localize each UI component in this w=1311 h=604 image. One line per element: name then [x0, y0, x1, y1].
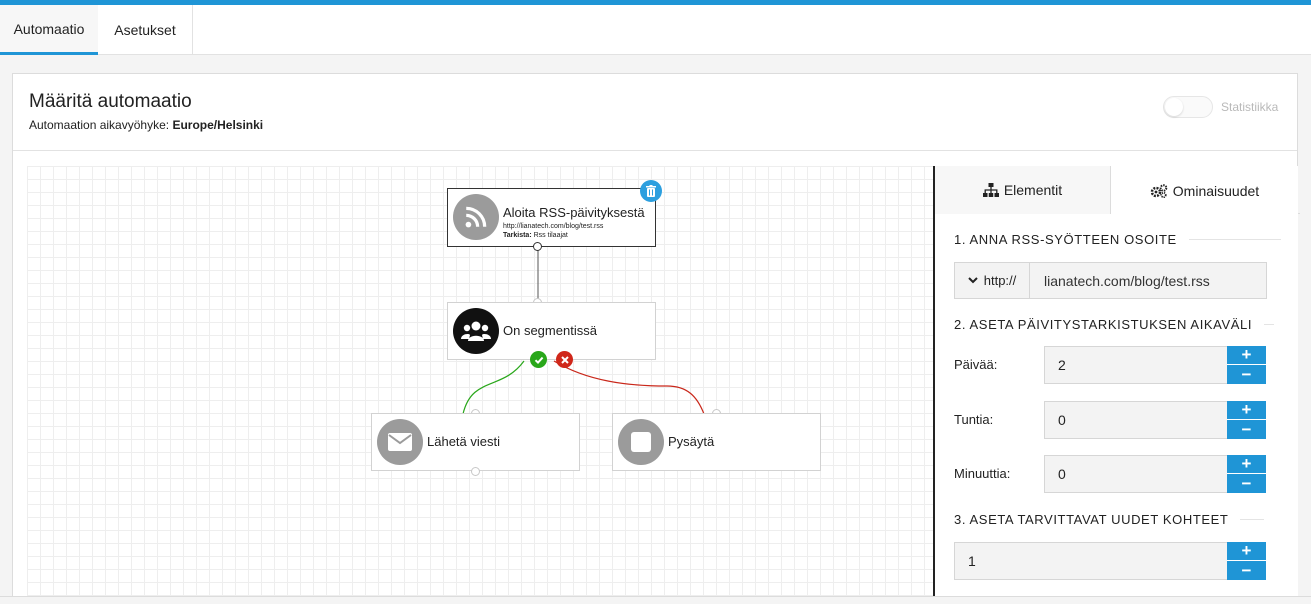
items-increment-button[interactable]: + — [1227, 541, 1266, 561]
link-no-branch — [553, 360, 705, 415]
node-title: Pysäytä — [668, 434, 715, 449]
protocol-value: http:// — [983, 273, 1017, 288]
timezone-info: Automaation aikavyöhyke: Europe/Helsinki — [29, 118, 263, 132]
page-title: Määritä automaatio — [29, 91, 192, 112]
port-send-out[interactable] — [471, 467, 480, 476]
node-rss-list: Tarkista: Rss tilaajat — [503, 232, 568, 239]
timezone-value: Europe/Helsinki — [172, 118, 264, 132]
section-divider — [1264, 324, 1275, 325]
hours-input[interactable] — [1044, 401, 1228, 439]
x-icon — [560, 355, 569, 364]
flow-canvas[interactable]: Aloita RSS-päivityksestä http://lianatec… — [27, 166, 933, 604]
timezone-label: Automaation aikavyöhyke: — [29, 118, 170, 132]
tab-asetukset[interactable]: Asetukset — [114, 22, 176, 38]
hours-increment-button[interactable]: + — [1227, 400, 1266, 420]
minutes-decrement-button[interactable]: − — [1227, 474, 1266, 493]
node-rss-start[interactable]: Aloita RSS-päivityksestä http://lianatec… — [447, 188, 656, 247]
hours-decrement-button[interactable]: − — [1227, 420, 1266, 439]
no-branch-badge[interactable] — [556, 351, 573, 368]
panel-divider — [13, 150, 1297, 151]
node-rss-url: http://lianatech.com/blog/test.rss — [503, 223, 604, 230]
node-stop[interactable]: Pysäytä — [612, 413, 821, 471]
automation-panel: Määritä automaatio Automaation aikavyöhy… — [12, 73, 1300, 604]
bottom-edge — [0, 596, 1311, 604]
node-list-value: Rss tilaajat — [533, 232, 568, 239]
days-input[interactable] — [1044, 346, 1228, 384]
days-increment-button[interactable]: + — [1227, 345, 1266, 365]
properties-sidebar: Elementit Ominaisuudet 1. ANNA RSS-SYÖTT… — [933, 166, 1300, 604]
link-yes-branch — [462, 360, 525, 415]
node-title: Aloita RSS-päivityksestä — [503, 205, 645, 220]
rss-url-input[interactable] — [1031, 263, 1266, 298]
tab-label: Elementit — [1003, 182, 1063, 198]
rss-icon — [453, 194, 499, 240]
yes-branch-badge[interactable] — [530, 351, 547, 368]
items-decrement-button[interactable]: − — [1227, 561, 1266, 580]
minutes-input[interactable] — [1044, 455, 1228, 493]
section-title-text: 3. ASETA TARVITTAVAT UUDET KOHTEET — [954, 512, 1229, 527]
node-list-label: Tarkista: — [503, 232, 532, 239]
tab-automaatio[interactable]: Automaatio — [0, 5, 98, 55]
hours-label: Tuntia: — [954, 412, 994, 427]
sidebar-tabs: Elementit Ominaisuudet — [935, 166, 1300, 215]
cogs-icon — [1150, 183, 1168, 198]
envelope-icon — [377, 419, 423, 465]
stop-icon — [618, 419, 664, 465]
new-items-input[interactable] — [954, 542, 1228, 580]
protocol-select[interactable]: http:// — [955, 263, 1030, 298]
minutes-label: Minuuttia: — [954, 466, 1011, 481]
chevron-down-icon — [968, 277, 978, 284]
tab-divider — [192, 5, 193, 55]
node-title: Lähetä viesti — [427, 434, 500, 449]
section-title-text: 2. ASETA PÄIVITYSTARKISTUKSEN AIKAVÄLI — [954, 317, 1253, 332]
trash-icon — [646, 185, 656, 197]
top-accent-bar — [0, 0, 1311, 5]
sitemap-icon — [982, 183, 999, 197]
section-interval-title: 2. ASETA PÄIVITYSTARKISTUKSEN AIKAVÄLI — [954, 317, 1275, 332]
section-rss-url-title: 1. ANNA RSS-SYÖTTEEN OSOITE — [954, 232, 1281, 247]
rss-url-field: http:// — [954, 262, 1267, 299]
users-icon — [453, 308, 499, 354]
port-rss-out[interactable] — [533, 242, 542, 251]
tab-ominaisuudet[interactable]: Ominaisuudet — [1111, 166, 1298, 215]
main-tabs: Automaatio Asetukset — [0, 5, 1311, 55]
statistics-label: Statistiikka — [1221, 100, 1279, 114]
tab-label: Ominaisuudet — [1172, 182, 1260, 199]
check-icon — [534, 356, 543, 364]
node-title: On segmentissä — [503, 323, 597, 338]
node-send-message[interactable]: Lähetä viesti — [371, 413, 580, 471]
section-divider — [1188, 239, 1281, 240]
delete-node-button[interactable] — [640, 180, 662, 202]
section-title-text: 1. ANNA RSS-SYÖTTEEN OSOITE — [954, 232, 1177, 247]
toggle-knob — [1165, 98, 1183, 116]
section-divider — [1240, 519, 1265, 520]
node-segment[interactable]: On segmentissä — [447, 302, 656, 360]
section-items-title: 3. ASETA TARVITTAVAT UUDET KOHTEET — [954, 512, 1265, 527]
days-decrement-button[interactable]: − — [1227, 365, 1266, 384]
days-label: Päivää: — [954, 357, 998, 372]
minutes-increment-button[interactable]: + — [1227, 454, 1266, 474]
tab-elementit[interactable]: Elementit — [935, 166, 1111, 214]
statistics-toggle[interactable] — [1163, 96, 1213, 118]
